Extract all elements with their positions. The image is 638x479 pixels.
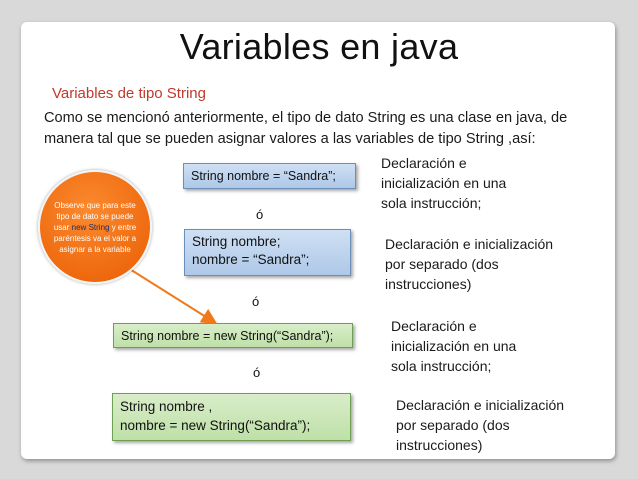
code-line: String nombre = “Sandra”;	[191, 169, 336, 183]
code-line: String nombre ,	[120, 399, 213, 414]
callout-bubble: Observe que para este tipo de dato se pu…	[38, 170, 152, 284]
callout-highlight-new: new	[71, 222, 87, 232]
code-line: String nombre;	[192, 234, 281, 249]
code-box-2: String nombre; nombre = “Sandra”;	[184, 229, 351, 276]
separator-or: ó	[253, 365, 261, 380]
callout-text: Observe que para este tipo de dato se pu…	[53, 200, 136, 232]
description-2: Declaración e inicialización por separad…	[385, 236, 554, 292]
description-3: Declaración e inicialización en una sola…	[391, 318, 517, 374]
code-box-4: String nombre , nombre = new String(“San…	[112, 393, 351, 441]
description-4: Declaración e inicialización por separad…	[396, 397, 565, 453]
code-line: nombre = “Sandra”;	[192, 252, 310, 267]
callout-highlight-string: String	[88, 222, 110, 232]
code-line: String nombre = new String(“Sandra”);	[121, 328, 334, 343]
code-box-3: String nombre = new String(“Sandra”);	[113, 323, 353, 348]
callout-text: y entre paréntesis va el valor a asignar…	[53, 222, 137, 254]
description-1: Declaración e inicialización en una sola…	[381, 155, 507, 211]
code-box-1: String nombre = “Sandra”;	[183, 163, 356, 189]
separator-or: ó	[252, 294, 260, 309]
code-line: nombre = new String(“Sandra”);	[120, 418, 311, 433]
intro-paragraph: Como se mencionó anteriormente, el tipo …	[44, 110, 568, 147]
separator-or: ó	[256, 207, 264, 222]
slide-title: Variables en java	[179, 26, 459, 67]
slide-subtitle: Variables de tipo String	[52, 85, 206, 102]
